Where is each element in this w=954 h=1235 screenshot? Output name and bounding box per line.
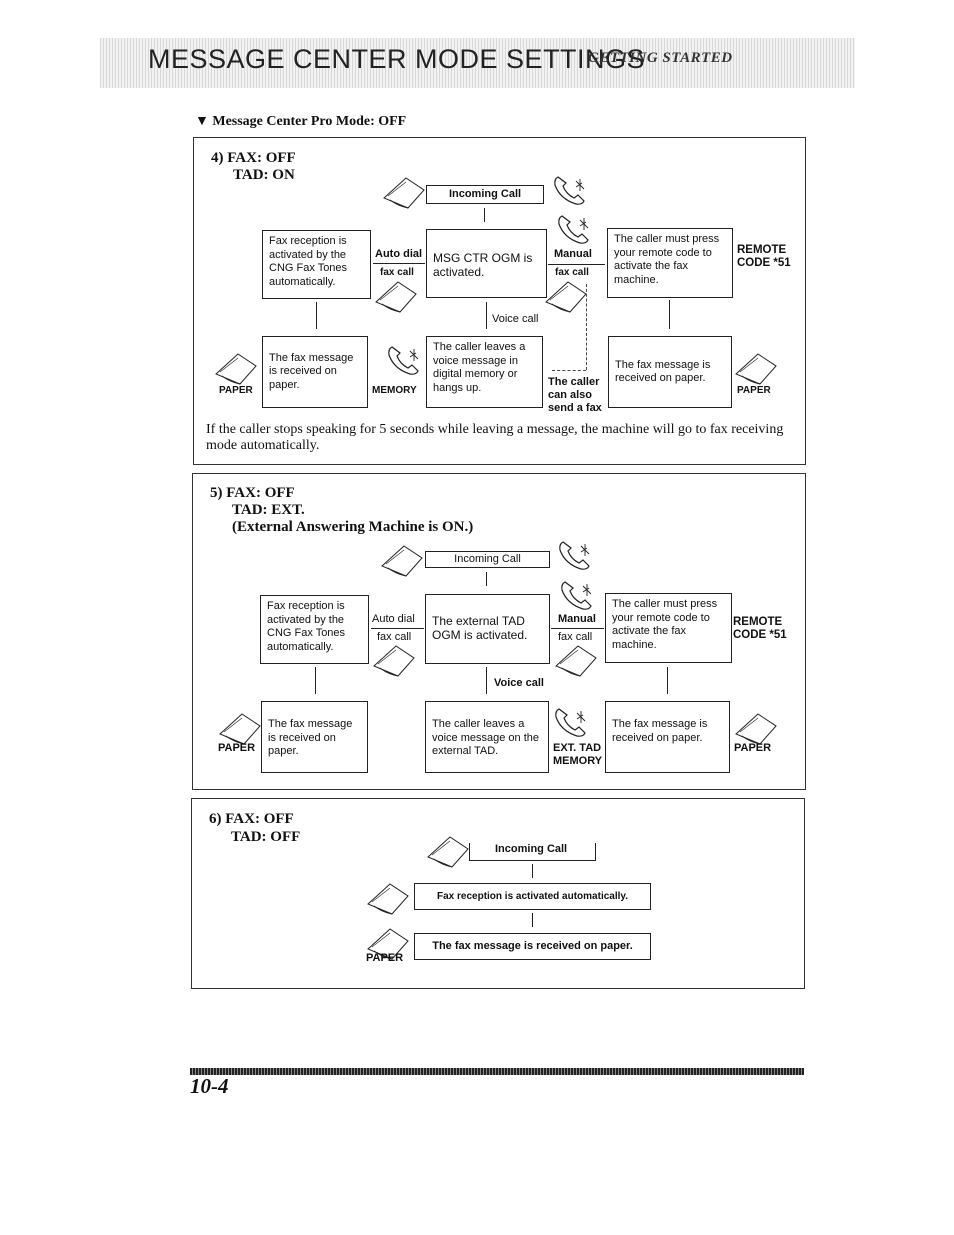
paper-label: PAPER: [218, 742, 256, 754]
caller-leaves-box: The caller leaves a voice message on the…: [425, 701, 549, 773]
section-title: ▼ Message Center Pro Mode: OFF: [195, 114, 407, 129]
arrow-down: [316, 302, 317, 329]
paper-icon: [374, 280, 418, 314]
external-tad-ogm-text: The external TAD OGM is activated.: [432, 614, 528, 642]
page-title: MESSAGE CENTER MODE SETTINGS: [148, 44, 646, 74]
paper-icon: [380, 544, 424, 578]
dashed-return-line: [552, 370, 586, 371]
remote-code-instruction-box: The caller must press your remote code t…: [605, 593, 732, 663]
fax-call-left-label: fax call: [380, 267, 414, 278]
fax-call-left-label: fax call: [377, 631, 412, 643]
fax-call-right-label: fax call: [558, 631, 593, 643]
fax-auto-box: Fax reception is activated by the CNG Fa…: [260, 595, 369, 664]
dashed-return-line: [586, 284, 587, 370]
box-bracket: [595, 843, 596, 861]
fax-auto-box: Fax reception is activated by the CNG Fa…: [262, 230, 371, 299]
arrow-left: [371, 628, 424, 629]
memory-label: MEMORY: [372, 385, 417, 396]
header-band: [100, 38, 855, 88]
arrow-down: [667, 667, 668, 694]
arrow-down: [315, 667, 316, 694]
page-number: 10-4: [190, 1074, 229, 1098]
ext-tad-memory-label: EXT. TAD MEMORY: [553, 742, 603, 767]
manual-label: Manual: [554, 248, 592, 260]
phone-icon: [386, 345, 422, 377]
fax-received-box: The fax message is received on paper.: [414, 933, 651, 960]
voice-call-label: Voice call: [492, 313, 539, 325]
remote-code-instruction-box: The caller must press your remote code t…: [607, 228, 733, 298]
paper-icon: [382, 176, 426, 210]
box-bracket: [469, 860, 596, 861]
paper-label: PAPER: [737, 385, 771, 396]
paper-icon: [218, 712, 262, 746]
arrow-down: [486, 572, 487, 586]
arrow-left: [373, 263, 425, 264]
fax-received-box: The fax message is received on paper.: [262, 336, 368, 408]
page-subtitle: GETTING STARTED: [588, 50, 733, 66]
paper-icon: [214, 352, 258, 386]
external-tad-ogm-box: The external TAD OGM is activated.: [425, 594, 550, 664]
phone-icon: [559, 580, 595, 612]
footer-band: [190, 1068, 804, 1075]
panel5-title-line2: TAD: EXT.: [232, 502, 305, 518]
box-bracket: [469, 843, 470, 861]
phone-icon: [557, 540, 593, 572]
arrow-down: [486, 667, 487, 694]
paper-icon: [554, 644, 598, 678]
paper-icon: [372, 644, 416, 678]
phone-icon: [556, 214, 592, 246]
arrow-down: [532, 864, 533, 878]
incoming-call-box: Incoming Call: [425, 551, 550, 568]
panel4-note: If the caller stops speaking for 5 secon…: [206, 422, 784, 453]
phone-icon: [552, 175, 588, 207]
fax-received-box: The fax message is received on paper.: [605, 701, 730, 773]
paper-label: PAPER: [219, 385, 253, 396]
panel-fax-off-tad-on: [193, 137, 806, 465]
auto-dial-label: Auto dial: [372, 613, 415, 625]
arrow-down: [484, 208, 485, 222]
fax-received-box: The fax message is received on paper.: [261, 701, 368, 773]
paper-icon: [426, 835, 470, 869]
paper-icon: [544, 280, 588, 314]
incoming-call-label: Incoming Call: [495, 843, 568, 855]
paper-icon: [734, 352, 778, 386]
panel-fax-off-tad-off: [191, 798, 805, 989]
panel6-title-line2: TAD: OFF: [231, 829, 301, 845]
arrow-right: [551, 628, 604, 629]
panel4-title-line1: 4) FAX: OFF: [211, 150, 296, 166]
caller-leaves-box: The caller leaves a voice message in dig…: [426, 336, 543, 408]
arrow-down: [669, 300, 670, 329]
fax-auto-box: Fax reception is activated automatically…: [414, 883, 651, 910]
msg-ctr-ogm-box: MSG CTR OGM is activated.: [426, 229, 547, 298]
paper-label: PAPER: [366, 952, 404, 964]
fax-received-box: The fax message is received on paper.: [608, 336, 732, 408]
arrow-down: [486, 302, 487, 329]
voice-call-label: Voice call: [494, 677, 544, 689]
panel6-title-line1: 6) FAX: OFF: [209, 811, 294, 827]
incoming-call-box: Incoming Call: [426, 185, 544, 204]
paper-icon: [734, 712, 778, 746]
paper-icon: [366, 882, 410, 916]
panel-fax-off-tad-ext: [192, 473, 806, 790]
fax-call-right-label: fax call: [555, 267, 589, 278]
manual-label: Manual: [558, 613, 596, 625]
remote-code-label: REMOTE CODE *51: [733, 616, 787, 641]
panel5-title-line1: 5) FAX: OFF: [210, 485, 295, 501]
panel4-title-line2: TAD: ON: [233, 167, 295, 183]
msg-ctr-ogm-text: MSG CTR OGM is activated.: [433, 251, 533, 279]
remote-code-label: REMOTE CODE *51: [737, 244, 791, 269]
arrow-right: [548, 264, 605, 265]
caller-can-send-label: The caller can also send a fax: [548, 376, 602, 414]
arrow-down: [532, 913, 533, 927]
panel5-title-line3: (External Answering Machine is ON.): [232, 519, 474, 535]
phone-icon: [553, 707, 589, 739]
auto-dial-label: Auto dial: [375, 248, 423, 260]
paper-label: PAPER: [734, 742, 772, 754]
